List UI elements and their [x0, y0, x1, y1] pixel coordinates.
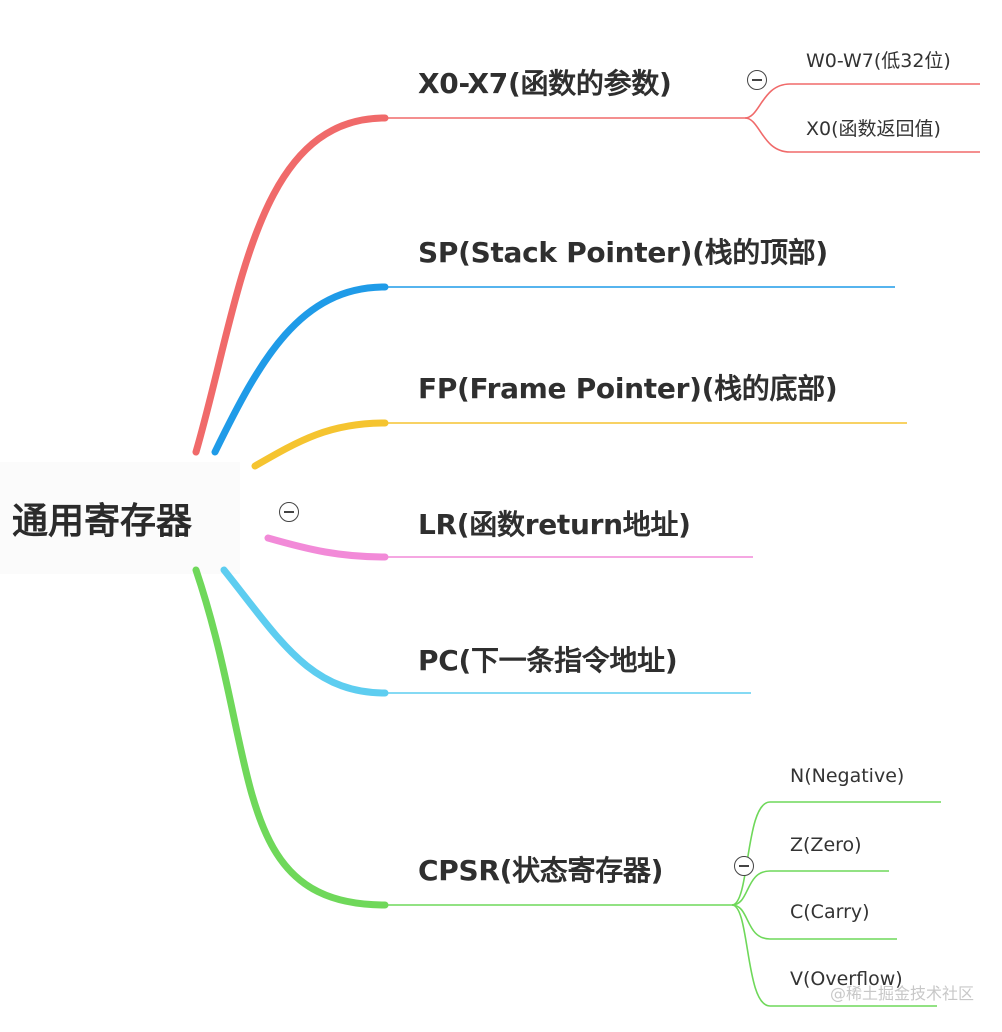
branch-pc-label: PC(下一条指令地址) — [418, 644, 678, 677]
connector-lr — [264, 534, 389, 561]
leaf-carry: C(Carry) — [790, 901, 870, 923]
leaf-negative: N(Negative) — [790, 765, 905, 787]
leaf-w0-w7: W0-W7(低32位) — [806, 50, 951, 72]
branch-x0-x7-label: X0-X7(函数的参数) — [418, 67, 672, 100]
connector-cpsr — [192, 566, 389, 909]
connector-carry — [731, 904, 897, 940]
root-node-label: 通用寄存器 — [12, 501, 193, 542]
connector-zero — [731, 870, 889, 906]
watermark: @稀土掘金技术社区 — [829, 984, 974, 1003]
connector-x0-return — [744, 117, 980, 153]
root-node-box — [0, 462, 240, 574]
connector-w0-w7 — [744, 83, 980, 119]
branch-fp-label: FP(Frame Pointer)(栈的底部) — [418, 372, 838, 405]
leaf-zero: Z(Zero) — [790, 834, 862, 856]
connector-fp — [251, 419, 389, 470]
connector-x0-x7 — [192, 114, 389, 456]
leaf-overflow: V(Overflow) — [790, 968, 903, 990]
leaf-x0-return: X0(函数返回值) — [806, 118, 941, 140]
connector-sp — [211, 283, 389, 456]
branch-lr-label: LR(函数return地址) — [418, 508, 691, 541]
connector-negative — [731, 801, 941, 906]
cpsr-collapse-icon[interactable] — [734, 856, 754, 876]
connector-overflow — [731, 904, 937, 1007]
branch-sp-label: SP(Stack Pointer)(栈的顶部) — [418, 236, 828, 269]
connector-pc — [220, 566, 389, 697]
x0-x7-collapse-icon[interactable] — [747, 70, 767, 90]
branch-cpsr-label: CPSR(状态寄存器) — [418, 854, 664, 887]
root-collapse-icon[interactable] — [279, 502, 299, 522]
